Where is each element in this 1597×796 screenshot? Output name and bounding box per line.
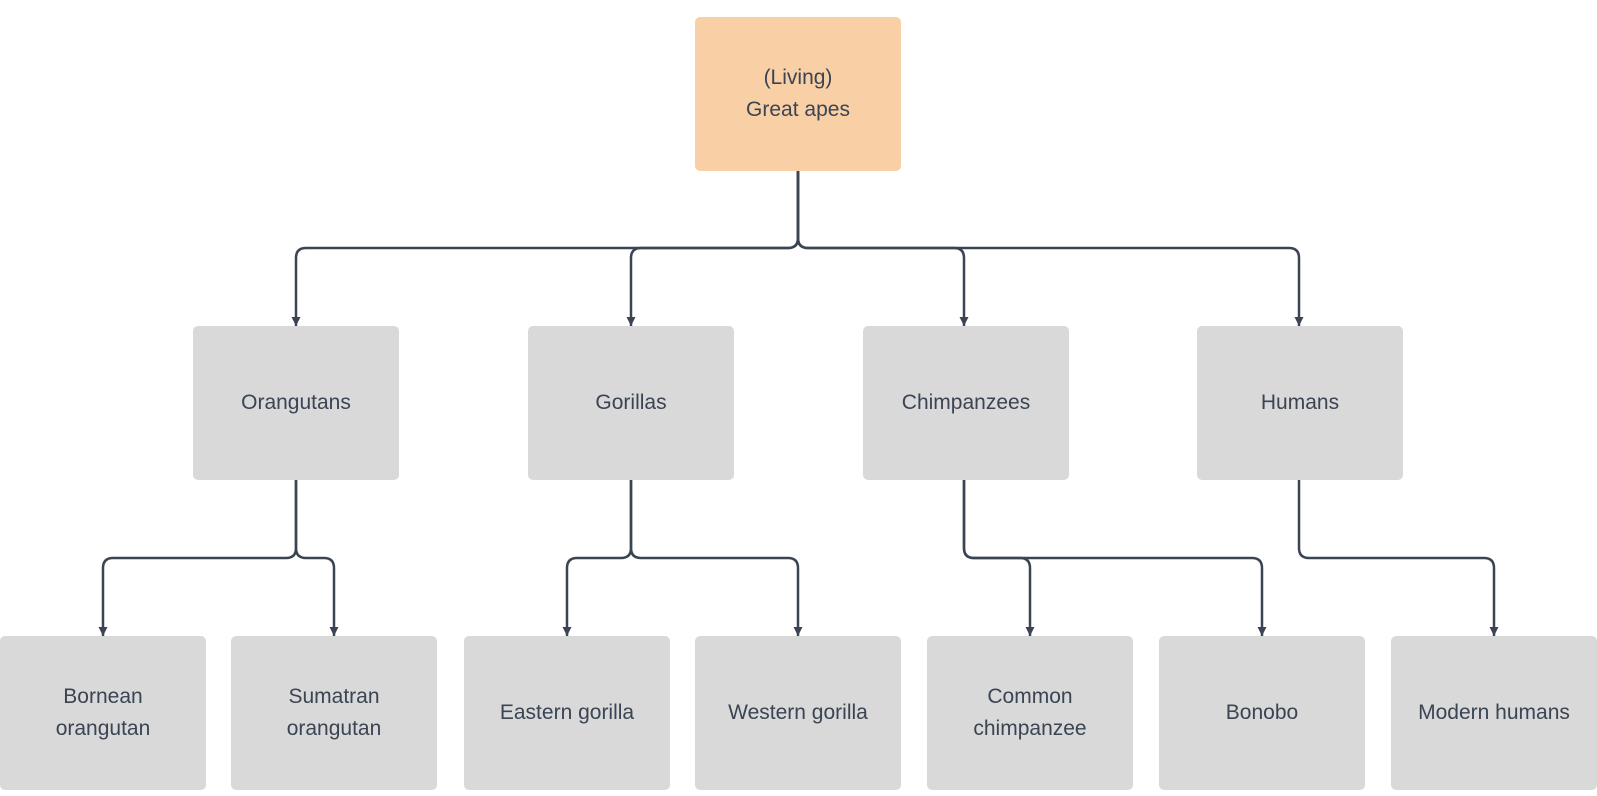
node-chimpanzees[interactable]: Chimpanzees xyxy=(863,326,1069,480)
node-modern-humans[interactable]: Modern humans xyxy=(1391,636,1597,790)
root-node-great-apes[interactable]: (Living) Great apes xyxy=(695,17,901,171)
connector-root-to-humans xyxy=(796,170,1304,326)
node-orangutans[interactable]: Orangutans xyxy=(193,326,399,480)
connector-gorillas-to-eastern xyxy=(562,480,633,636)
node-gorillas[interactable]: Gorillas xyxy=(528,326,734,480)
connector-gorillas-to-western xyxy=(629,480,803,636)
connector-humans-to-modern xyxy=(1297,480,1499,636)
node-bornean-orangutan[interactable]: Bornean orangutan xyxy=(0,636,206,790)
node-western-gorilla[interactable]: Western gorilla xyxy=(695,636,901,790)
node-sumatran-orangutan[interactable]: Sumatran orangutan xyxy=(231,636,437,790)
connector-orangutans-to-sumatran xyxy=(294,480,339,636)
node-eastern-gorilla[interactable]: Eastern gorilla xyxy=(464,636,670,790)
node-humans[interactable]: Humans xyxy=(1197,326,1403,480)
node-common-chimpanzee[interactable]: Common chimpanzee xyxy=(927,636,1133,790)
connector-root-to-gorillas xyxy=(626,170,800,326)
connector-orangutans-to-bornean xyxy=(98,480,298,636)
connector-chimpanzees-to-bonobo xyxy=(962,480,1267,636)
node-bonobo[interactable]: Bonobo xyxy=(1159,636,1365,790)
